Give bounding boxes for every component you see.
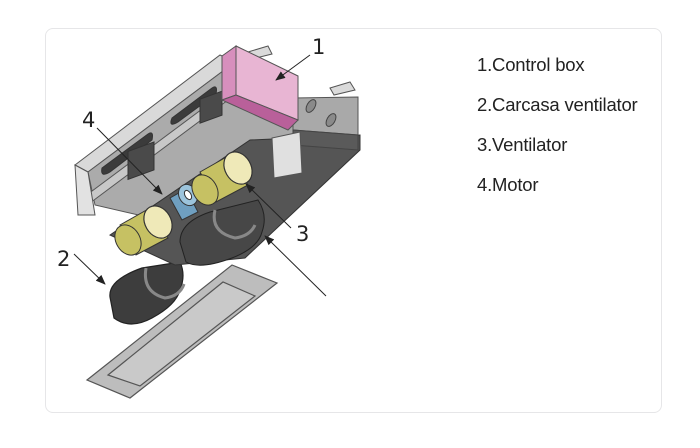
legend: 1.Control box 2.Carcasa ventilator 3.Ven… — [477, 55, 638, 215]
legend-item-control-box: 1.Control box — [477, 54, 585, 75]
callout-lines — [73, 54, 327, 297]
legend-item-motor: 4.Motor — [477, 174, 539, 195]
callout-4: 4 — [82, 108, 95, 132]
fan-left — [114, 205, 173, 256]
legend-item-fan-housing: 2.Carcasa ventilator — [477, 94, 638, 115]
end-plate — [247, 45, 359, 179]
filter-panel — [85, 264, 279, 399]
callout-2: 2 — [57, 247, 70, 271]
fan-housing-detached — [109, 261, 186, 325]
legend-item-fan: 3.Ventilator — [477, 134, 568, 155]
fan-right — [191, 151, 253, 206]
callout-3: 3 — [296, 222, 309, 246]
control-box — [220, 45, 299, 131]
callout-1: 1 — [312, 35, 325, 59]
